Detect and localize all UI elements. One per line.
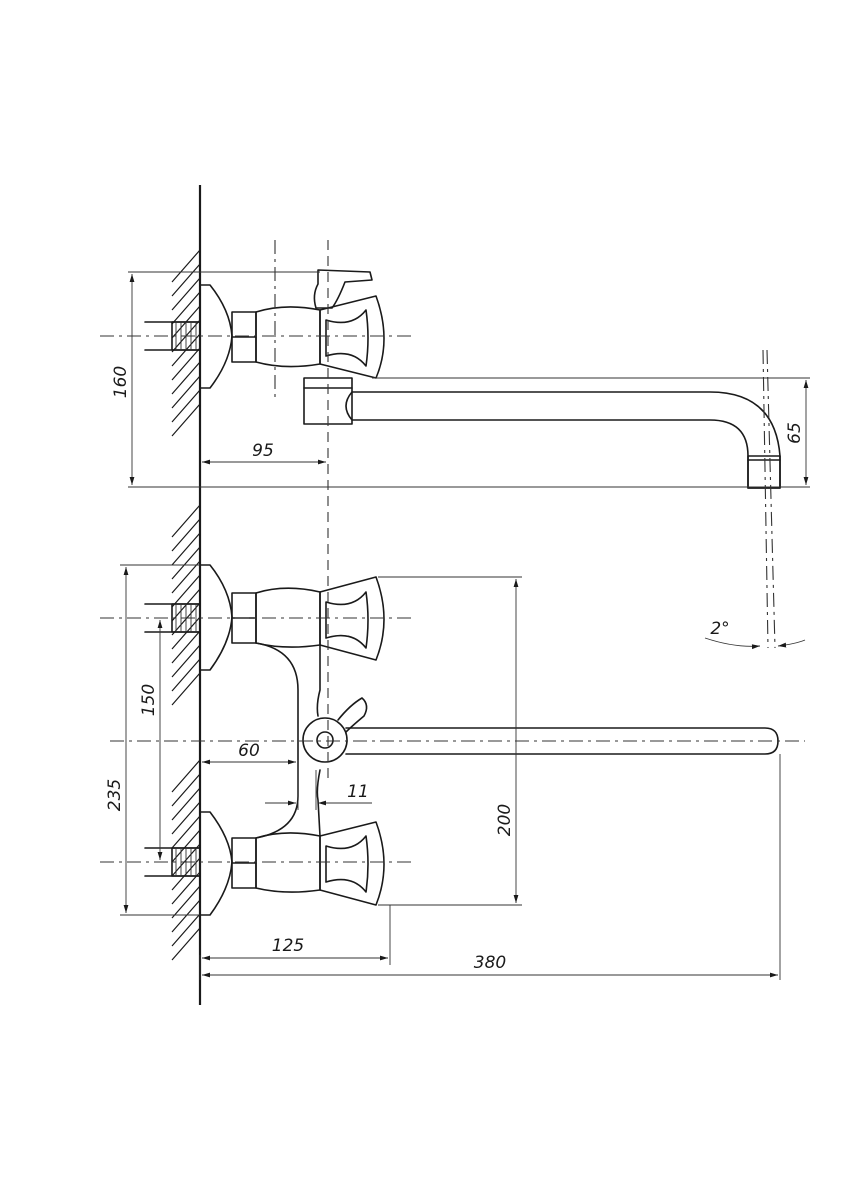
dim-label-handle-reach: 125 <box>272 936 304 956</box>
wall <box>171 185 202 1005</box>
dimension-handle-span: 200 <box>495 579 519 903</box>
wall-hatching-middle <box>171 504 201 706</box>
dimension-handle-reach: 125 <box>202 936 388 961</box>
dim-label-spout-angle: 2° <box>710 619 729 639</box>
dimension-gap: 11 <box>265 782 372 806</box>
diverter-ring <box>302 717 348 763</box>
mixer-body-front <box>255 642 321 839</box>
dimension-inlet-spacing: 150 <box>139 620 163 860</box>
side-view <box>144 269 781 489</box>
mixer-body-side <box>255 306 321 368</box>
diverter-lever <box>337 697 368 733</box>
dimension-body-offset: 60 <box>202 741 296 765</box>
cross-handle-upper <box>319 576 385 661</box>
dimension-spout-angle: 2° <box>704 619 806 650</box>
dim-label-overall-height: 235 <box>105 779 125 811</box>
dim-label-body-offset: 60 <box>238 741 260 761</box>
dimension-overall-height: 235 <box>105 567 129 913</box>
dimension-spout-reach: 380 <box>202 953 778 978</box>
cross-handle-lower <box>319 821 385 906</box>
cross-handle-side <box>319 295 385 379</box>
dim-label-inlet-spacing: 150 <box>139 684 159 716</box>
spout-side <box>345 391 781 489</box>
dim-label-spout-reach: 380 <box>474 953 506 973</box>
dimension-side-height: 160 <box>111 274 135 485</box>
escutcheon-lower <box>199 811 233 916</box>
dimension-side-depth: 95 <box>202 441 326 465</box>
extension-lines <box>120 271 810 980</box>
dim-label-spout-drop: 65 <box>785 422 805 444</box>
dim-label-side-depth: 95 <box>252 441 274 461</box>
dim-label-gap: 11 <box>347 782 369 802</box>
lever-handle-side <box>313 269 373 309</box>
dim-label-side-height: 160 <box>111 366 131 398</box>
dimension-spout-drop: 65 <box>785 380 809 485</box>
centre-lines <box>100 240 805 863</box>
dim-label-handle-span: 200 <box>495 804 515 836</box>
